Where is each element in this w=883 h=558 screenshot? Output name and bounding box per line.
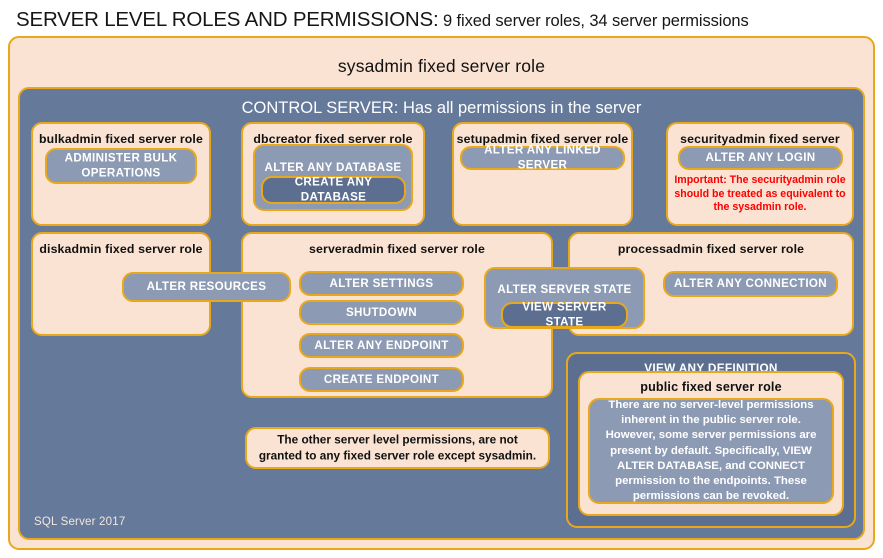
permission-create-endpoint-label: CREATE ENDPOINT <box>323 372 440 386</box>
permission-alter-any-endpoint[interactable]: ALTER ANY ENDPOINT <box>299 333 464 358</box>
permission-alter-any-connection-label: ALTER ANY CONNECTION <box>674 276 827 290</box>
note-other-permissions-text: The other server level permissions, are … <box>258 432 537 463</box>
page-title: SERVER LEVEL ROLES AND PERMISSIONS: 9 fi… <box>16 8 876 36</box>
permission-alter-server-state-label: ALTER SERVER STATE <box>497 283 632 296</box>
public-role-description-box: There are no server-level permissions in… <box>588 398 834 504</box>
public-role-description-text: There are no server-level permissions in… <box>605 398 817 503</box>
page-title-sub: 9 fixed server roles, 34 server permissi… <box>438 12 749 30</box>
permission-alter-resources[interactable]: ALTER RESOURCES <box>122 272 291 302</box>
permission-alter-any-connection[interactable]: ALTER ANY CONNECTION <box>663 271 838 297</box>
permission-create-any-database-label: CREATE ANY DATABASE <box>294 175 373 204</box>
permission-view-server-state[interactable]: VIEW SERVER STATE <box>501 300 628 329</box>
page-title-main: SERVER LEVEL ROLES AND PERMISSIONS: <box>16 8 439 31</box>
permission-create-any-database[interactable]: CREATE ANY DATABASE <box>261 176 406 204</box>
role-processadmin-label: processadmin fixed server role <box>617 242 805 256</box>
sysadmin-role-label: sysadmin fixed server role <box>337 56 546 76</box>
permission-shutdown-label: SHUTDOWN <box>345 305 418 319</box>
role-public-label: public fixed server role <box>640 380 782 394</box>
permission-alter-any-login[interactable]: ALTER ANY LOGIN <box>678 146 843 170</box>
control-server-label: CONTROL SERVER: Has all permissions in t… <box>241 99 642 117</box>
permission-alter-any-linked-server-label: ALTER ANY LINKED SERVER <box>484 143 601 172</box>
securityadmin-warning-text: Important: The securityadmin role should… <box>674 174 846 214</box>
role-securityadmin: securityadmin fixed server role Importan… <box>666 122 854 226</box>
permission-alter-any-login-label: ALTER ANY LOGIN <box>705 150 816 164</box>
permission-alter-any-linked-server[interactable]: ALTER ANY LINKED SERVER <box>460 143 625 172</box>
permission-view-server-state-label: VIEW SERVER STATE <box>522 300 607 329</box>
role-diskadmin-label: diskadmin fixed server role <box>39 242 203 256</box>
permission-create-endpoint[interactable]: CREATE ENDPOINT <box>299 367 464 392</box>
role-dbcreator-label: dbcreator fixed server role <box>253 132 413 146</box>
role-setupadmin: setupadmin fixed server role <box>452 122 633 226</box>
sql-server-version-label: SQL Server 2017 <box>34 516 126 528</box>
note-other-permissions: The other server level permissions, are … <box>245 427 550 469</box>
role-bulkadmin-label: bulkadmin fixed server role <box>39 132 203 146</box>
permission-shutdown[interactable]: SHUTDOWN <box>299 300 464 325</box>
permission-alter-settings-label: ALTER SETTINGS <box>329 276 434 290</box>
permission-alter-any-endpoint-label: ALTER ANY ENDPOINT <box>314 338 449 352</box>
role-serveradmin-label: serveradmin fixed server role <box>309 242 485 256</box>
permission-alter-settings[interactable]: ALTER SETTINGS <box>299 271 464 296</box>
permission-alter-any-database-label: ALTER ANY DATABASE <box>264 161 402 174</box>
role-setupadmin-label: setupadmin fixed server role <box>456 132 629 146</box>
permission-alter-resources-label: ALTER RESOURCES <box>146 279 267 293</box>
permission-administer-bulk-operations-label: ADMINISTER BULK OPERATIONS <box>64 151 178 180</box>
permission-administer-bulk-operations[interactable]: ADMINISTER BULK OPERATIONS <box>45 148 197 184</box>
